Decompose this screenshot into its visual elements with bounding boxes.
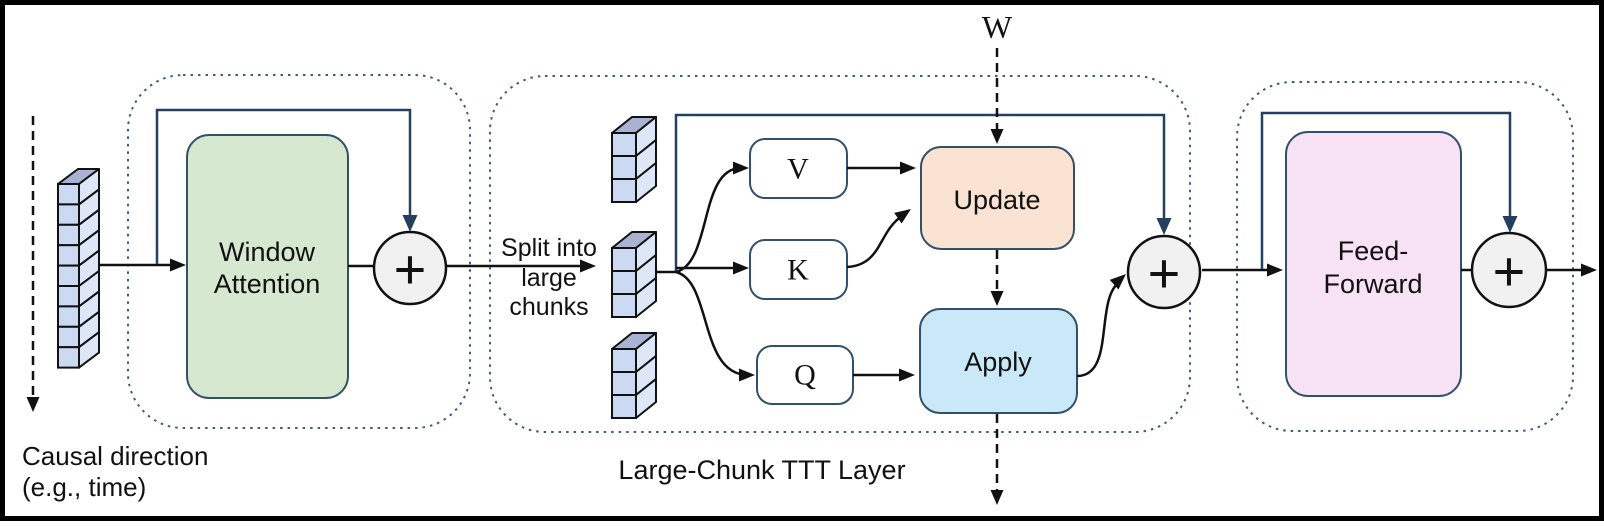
window-attention-label-line2: Attention — [214, 269, 321, 299]
chunk-token-stack-2 — [611, 231, 657, 318]
feed-forward-block — [1285, 131, 1462, 397]
ttt-layer-group-border — [489, 75, 1191, 433]
k-label: K — [787, 254, 809, 287]
feed-forward-label-line1: Feed- — [1338, 236, 1409, 266]
apply-to-sum-curve — [1076, 283, 1118, 378]
k-to-update-curve — [846, 214, 903, 269]
split-label-line3: chunks — [509, 293, 588, 321]
apply-block — [919, 308, 1078, 414]
window-attention-label-line1: Window — [219, 237, 316, 267]
feed-forward-label-line2: Forward — [1323, 269, 1422, 299]
causal-direction-label-line2: (e.g., time) — [22, 472, 146, 502]
plus-icon: + — [1493, 240, 1526, 303]
split-label-line1: Split into — [501, 234, 597, 262]
add-node-2 — [1126, 234, 1202, 310]
chunk-token-stack-3 — [611, 332, 657, 419]
k-projection-box — [749, 239, 848, 300]
residual-connection-2 — [674, 113, 1166, 271]
v-label: V — [787, 153, 809, 186]
update-label: Update — [953, 185, 1040, 215]
apply-label: Apply — [964, 347, 1032, 377]
update-block — [920, 146, 1075, 250]
residual-connection-1 — [155, 108, 412, 264]
q-label: Q — [794, 359, 816, 392]
weights-label: W — [982, 9, 1013, 45]
ttt-layer-label: Large-Chunk TTT Layer — [618, 455, 905, 485]
chunk-token-stack-1 — [611, 116, 657, 203]
chunk-to-q-curve — [675, 270, 749, 377]
input-token-stack — [57, 168, 100, 369]
plus-icon: + — [394, 238, 427, 301]
chunk-to-v-curve — [675, 166, 742, 274]
split-label-line2: large — [521, 264, 577, 292]
causal-direction-label-line1: Causal direction — [22, 441, 208, 471]
residual-connection-3 — [1260, 111, 1512, 269]
causal-direction-arrow — [26, 116, 40, 412]
plus-icon: + — [1148, 242, 1181, 305]
add-node-1 — [372, 230, 448, 306]
feed-forward-group-border — [1236, 81, 1574, 432]
